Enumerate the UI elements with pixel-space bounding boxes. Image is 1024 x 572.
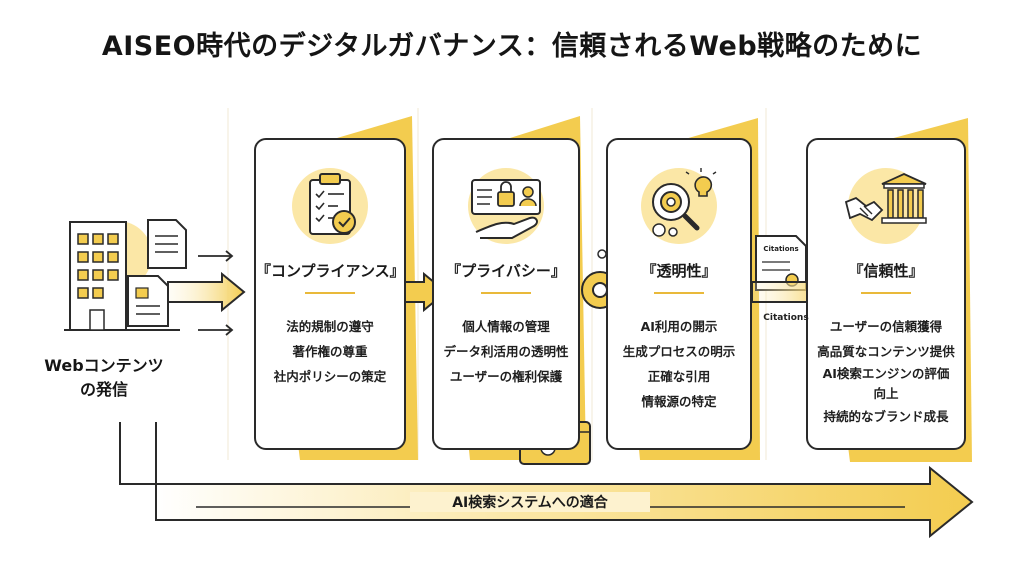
card-item: 情報源の特定 [641, 394, 717, 409]
card-divider [481, 292, 531, 294]
card-item: 正確な引用 [647, 369, 711, 384]
card-divider [654, 292, 704, 294]
web-content-label-line2: の発信 [79, 380, 128, 399]
card-title-transparency: 『透明性』 [641, 262, 717, 280]
web-content-label: Webコンテンツ の発信 [36, 354, 172, 402]
card-item: 高品質なコンテンツ提供 [817, 344, 955, 359]
card-item: AI検索エンジンの評価 [822, 366, 950, 381]
card-privacy: 『プライバシー』 個人情報の管理 データ利活用の透明性 ユーザーの権利保護 [432, 138, 580, 450]
card-item: 社内ポリシーの策定 [273, 369, 387, 384]
building-documents-icon [64, 219, 187, 331]
bottom-connector [119, 422, 156, 485]
web-content-label-line1: Webコンテンツ [44, 356, 164, 375]
card-item: ユーザーの信頼獲得 [829, 319, 943, 334]
card-item: AI利用の開示 [640, 319, 718, 334]
citations-document-label: Citations [763, 245, 799, 253]
bottom-arrow-label: AI検索システムへの適合 [410, 492, 650, 512]
clipboard-check-icon [292, 168, 368, 244]
card-item: 生成プロセスの明示 [622, 344, 736, 359]
card-item: データ利活用の透明性 [443, 344, 569, 359]
page-title: AISEO時代のデジタルガバナンス：信頼されるWeb戦略のために [101, 31, 923, 62]
card-compliance: 『コンプライアンス』 法的規制の遵守 著作権の尊重 社内ポリシーの策定 [254, 138, 406, 450]
left-main-arrow [167, 271, 246, 313]
card-item: ユーザーの権利保護 [449, 369, 563, 384]
card-title-reliability: 『信頼性』 [848, 262, 924, 280]
card-divider [861, 292, 911, 294]
id-lock-hand-icon [468, 168, 544, 244]
card-transparency: 『透明性』 AI利用の開示 生成プロセスの明示 正確な引用 情報源の特定 [606, 138, 752, 450]
card-reliability: 『信頼性』 ユーザーの信頼獲得 高品質なコンテンツ提供 AI検索エンジンの評価 … [806, 138, 966, 450]
card-title-privacy: 『プライバシー』 [446, 262, 566, 280]
gear-magnifier-icon [641, 168, 717, 244]
citations-label: Citations [763, 313, 809, 323]
card-title-compliance: 『コンプライアンス』 [256, 262, 405, 280]
card-divider [305, 292, 355, 294]
card-item: 法的規制の遵守 [286, 319, 374, 334]
left-small-arrows [198, 250, 234, 336]
card-item: 個人情報の管理 [462, 319, 550, 334]
card-item: 向上 [873, 386, 899, 401]
card-item: 著作権の尊重 [292, 344, 368, 359]
handshake-bank-icon [844, 168, 927, 244]
card-item: 持続的なブランド成長 [823, 409, 949, 424]
